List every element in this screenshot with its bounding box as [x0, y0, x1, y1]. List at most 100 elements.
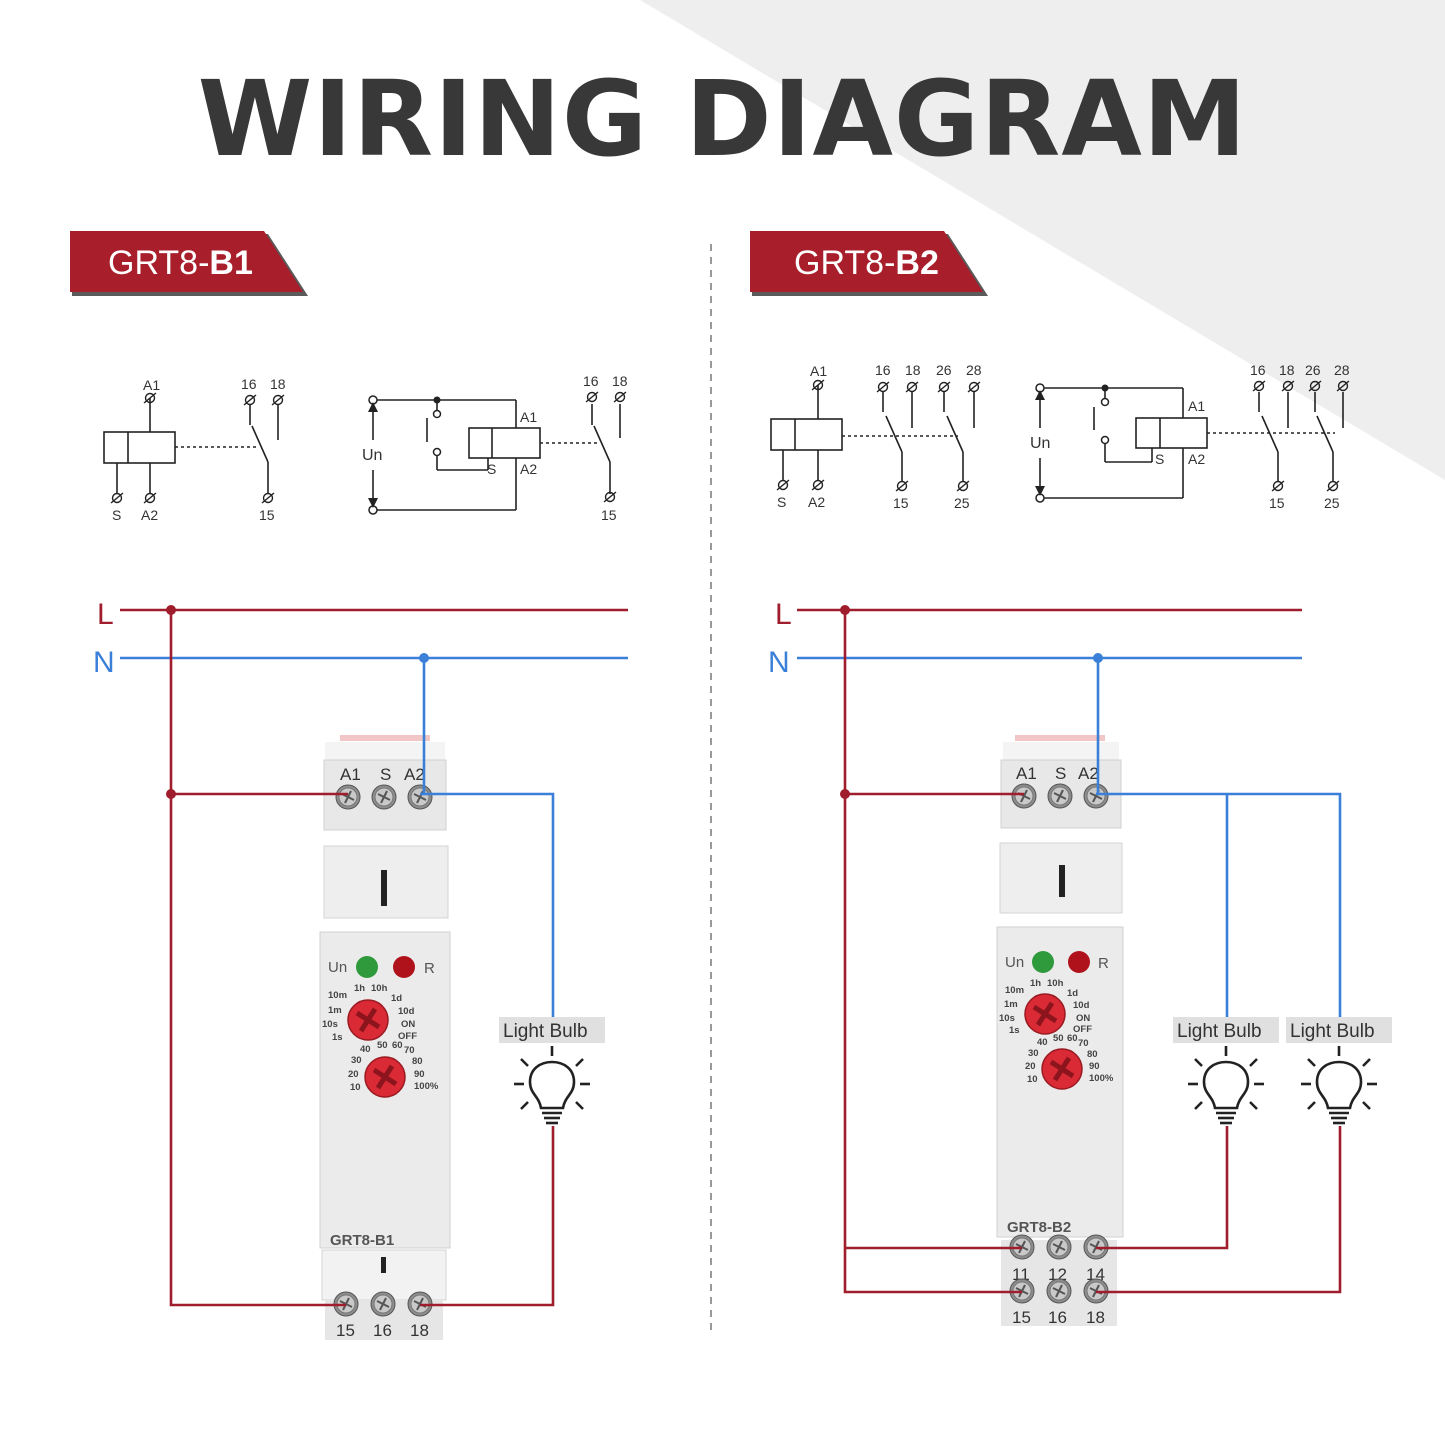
dial-label-10d: 10d: [1073, 1000, 1090, 1011]
load-label-box: [1286, 1017, 1392, 1043]
load-label: Light Bulb: [503, 1021, 588, 1042]
dial-label-1h: 1h: [354, 983, 365, 994]
live-junction: [840, 789, 850, 799]
led-green-icon: [1032, 951, 1054, 973]
dial-label-1m: 1m: [1004, 999, 1018, 1010]
screw-terminal-icon: [1011, 783, 1109, 809]
terminal-16-label: 16: [1048, 1308, 1067, 1327]
label-a2: A2: [141, 507, 158, 523]
dial-label-20: 20: [348, 1069, 359, 1080]
wiring-schematic-b2: [1039, 387, 1344, 499]
dial-label-90: 90: [1089, 1061, 1100, 1072]
dial-label-70: 70: [1078, 1038, 1089, 1049]
label-s: S: [487, 461, 496, 477]
label-16: 16: [241, 376, 257, 392]
label-18: 18: [1279, 362, 1295, 378]
label-25: 25: [1324, 495, 1340, 511]
line-label-l: L: [775, 598, 792, 631]
terminal-16-label: 16: [373, 1321, 392, 1340]
dial-label-1d: 1d: [391, 993, 402, 1004]
line-label-n: N: [93, 646, 115, 679]
badge-b1: GRT8-B1: [70, 231, 308, 296]
dial-label-30: 30: [1028, 1048, 1039, 1059]
label-s: S: [112, 507, 121, 523]
live-junction: [840, 605, 850, 615]
label-a1: A1: [810, 363, 827, 379]
dial-label-1s: 1s: [1009, 1025, 1020, 1036]
dial-label-on: ON: [401, 1019, 415, 1030]
label-a1: A1: [520, 409, 537, 425]
dial-label-off: OFF: [1073, 1024, 1092, 1035]
badge-b2-bold: B2: [895, 244, 938, 282]
led-green-icon: [356, 956, 378, 978]
terminal-a2-label: A2: [1078, 764, 1099, 783]
label-16: 16: [875, 362, 891, 378]
led-r-label: R: [1098, 955, 1109, 972]
label-15: 15: [1269, 495, 1285, 511]
dial-label-1h: 1h: [1030, 978, 1041, 989]
led-red-icon: [393, 956, 415, 978]
light-bulb-icon: [1186, 1044, 1266, 1125]
load-label-box: [1173, 1017, 1279, 1043]
load-label: Light Bulb: [1290, 1021, 1375, 1042]
label-a2: A2: [808, 494, 825, 510]
timer-knob-icon: [1042, 1049, 1082, 1089]
dial-label-30: 30: [351, 1055, 362, 1066]
wiring-schematic-b1: [372, 399, 621, 511]
label-a2: A2: [520, 461, 537, 477]
live-junction: [166, 605, 176, 615]
screw-terminal-icon: [333, 1291, 433, 1317]
svg-text:GRT8-B1: GRT8-B1: [108, 244, 253, 282]
load-label-box: [499, 1017, 605, 1043]
badge-b2: GRT8-B2: [750, 231, 988, 296]
neutral-junction: [1093, 653, 1103, 663]
terminal-18-label: 18: [410, 1321, 429, 1340]
screw-terminal-icon: [1009, 1278, 1109, 1304]
label-28: 28: [1334, 362, 1350, 378]
page-title: WIRING DIAGRAM: [197, 58, 1248, 180]
dial-label-1d: 1d: [1067, 988, 1078, 999]
dial-label-40: 40: [1037, 1037, 1048, 1048]
terminal-a1-label: A1: [1016, 764, 1037, 783]
terminal-a1-label: A1: [340, 765, 361, 784]
dial-label-60: 60: [1067, 1033, 1078, 1044]
label-15: 15: [259, 507, 275, 523]
label-un: Un: [1030, 435, 1050, 452]
label-26: 26: [936, 362, 952, 378]
dial-label-10: 10: [1027, 1074, 1038, 1085]
dial-label-10h: 10h: [371, 983, 388, 994]
led-un-label: Un: [328, 959, 347, 976]
dial-label-1s: 1s: [332, 1032, 343, 1043]
light-bulb-icon: [1299, 1044, 1379, 1125]
label-18: 18: [905, 362, 921, 378]
dial-label-10d: 10d: [398, 1006, 415, 1017]
terminal-a2-label: A2: [404, 765, 425, 784]
wires-b1: [169, 610, 555, 1307]
label-a1: A1: [1188, 398, 1205, 414]
model-label: GRT8-B2: [1007, 1219, 1071, 1236]
terminal-18-label: 18: [1086, 1308, 1105, 1327]
led-r-label: R: [424, 960, 435, 977]
dial-label-60: 60: [392, 1040, 403, 1051]
dial-label-100: 100%: [1089, 1073, 1114, 1084]
dial-label-70: 70: [404, 1045, 415, 1056]
terminal-s-label: S: [380, 765, 391, 784]
light-bulb-icon: [512, 1044, 592, 1125]
badge-b1-prefix: GRT8-: [108, 244, 209, 282]
badge-b2-prefix: GRT8-: [794, 244, 895, 282]
label-26: 26: [1305, 362, 1321, 378]
live-junction: [166, 789, 176, 799]
label-18: 18: [270, 376, 286, 392]
badge-b1-bold: B1: [209, 244, 252, 282]
dial-label-10s: 10s: [999, 1013, 1015, 1024]
label-15: 15: [893, 495, 909, 511]
dial-label-1m: 1m: [328, 1005, 342, 1016]
dial-label-10m: 10m: [1005, 985, 1024, 996]
label-28: 28: [966, 362, 982, 378]
label-15: 15: [601, 507, 617, 523]
dial-label-off: OFF: [398, 1031, 417, 1042]
dial-label-40: 40: [360, 1044, 371, 1055]
led-red-icon: [1068, 951, 1090, 973]
dial-label-on: ON: [1076, 1013, 1090, 1024]
